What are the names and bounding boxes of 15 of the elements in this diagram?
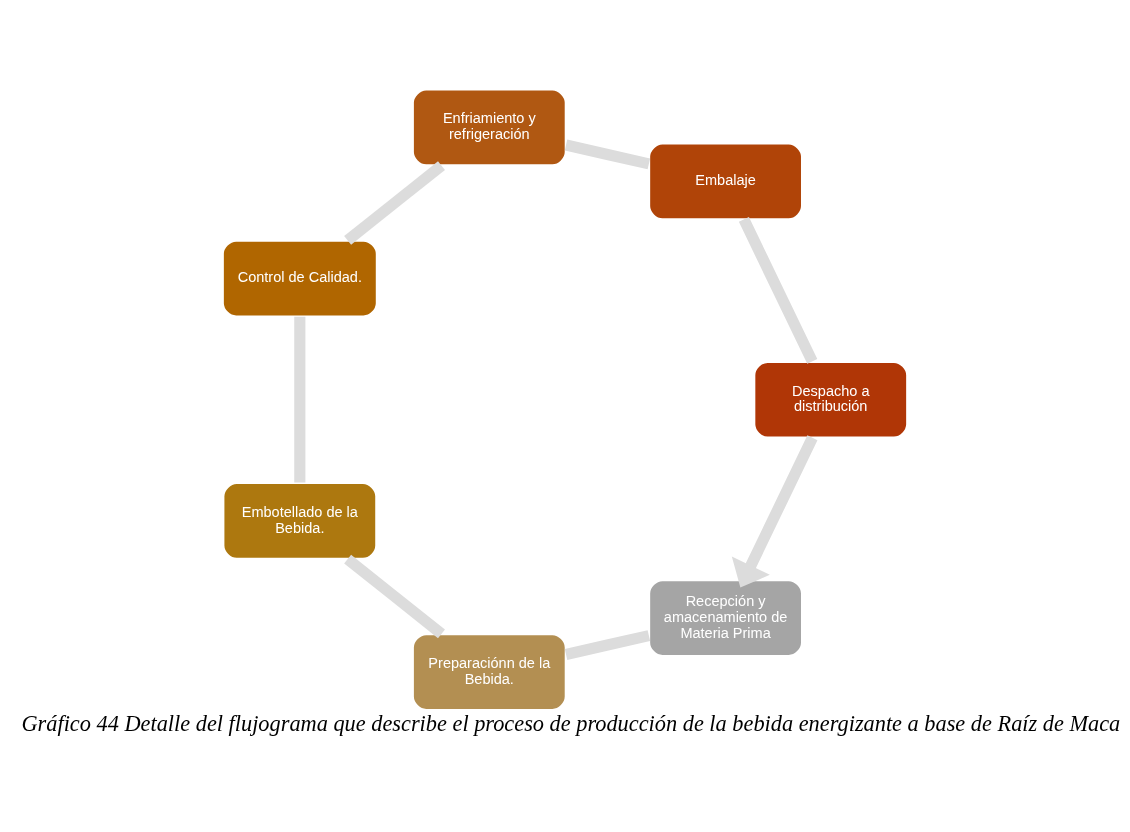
connector <box>564 139 651 169</box>
node-box: Embalaje <box>647 141 804 220</box>
node-box: Embotellado de la Bebida. <box>222 481 378 560</box>
node-box: Preparaciónn de la Bebida. <box>411 632 567 711</box>
node-box: Enfriamiento y refrigeración <box>411 87 567 167</box>
node-box: Control de Calidad. <box>221 238 378 318</box>
connector <box>564 629 651 660</box>
node-box: Recepción y amacenamiento de Materia Prima <box>647 578 804 657</box>
connector <box>294 316 306 482</box>
node-box: Despacho a distribución <box>753 360 909 439</box>
connector <box>738 216 818 364</box>
connector <box>344 554 445 638</box>
connector <box>344 160 445 245</box>
caption: Gráfico 44 Detalle del flujograma que describe el proceso de producción de la bebida energizante a base de Raíz de Maca <box>21 710 1121 736</box>
arrow <box>731 434 818 587</box>
